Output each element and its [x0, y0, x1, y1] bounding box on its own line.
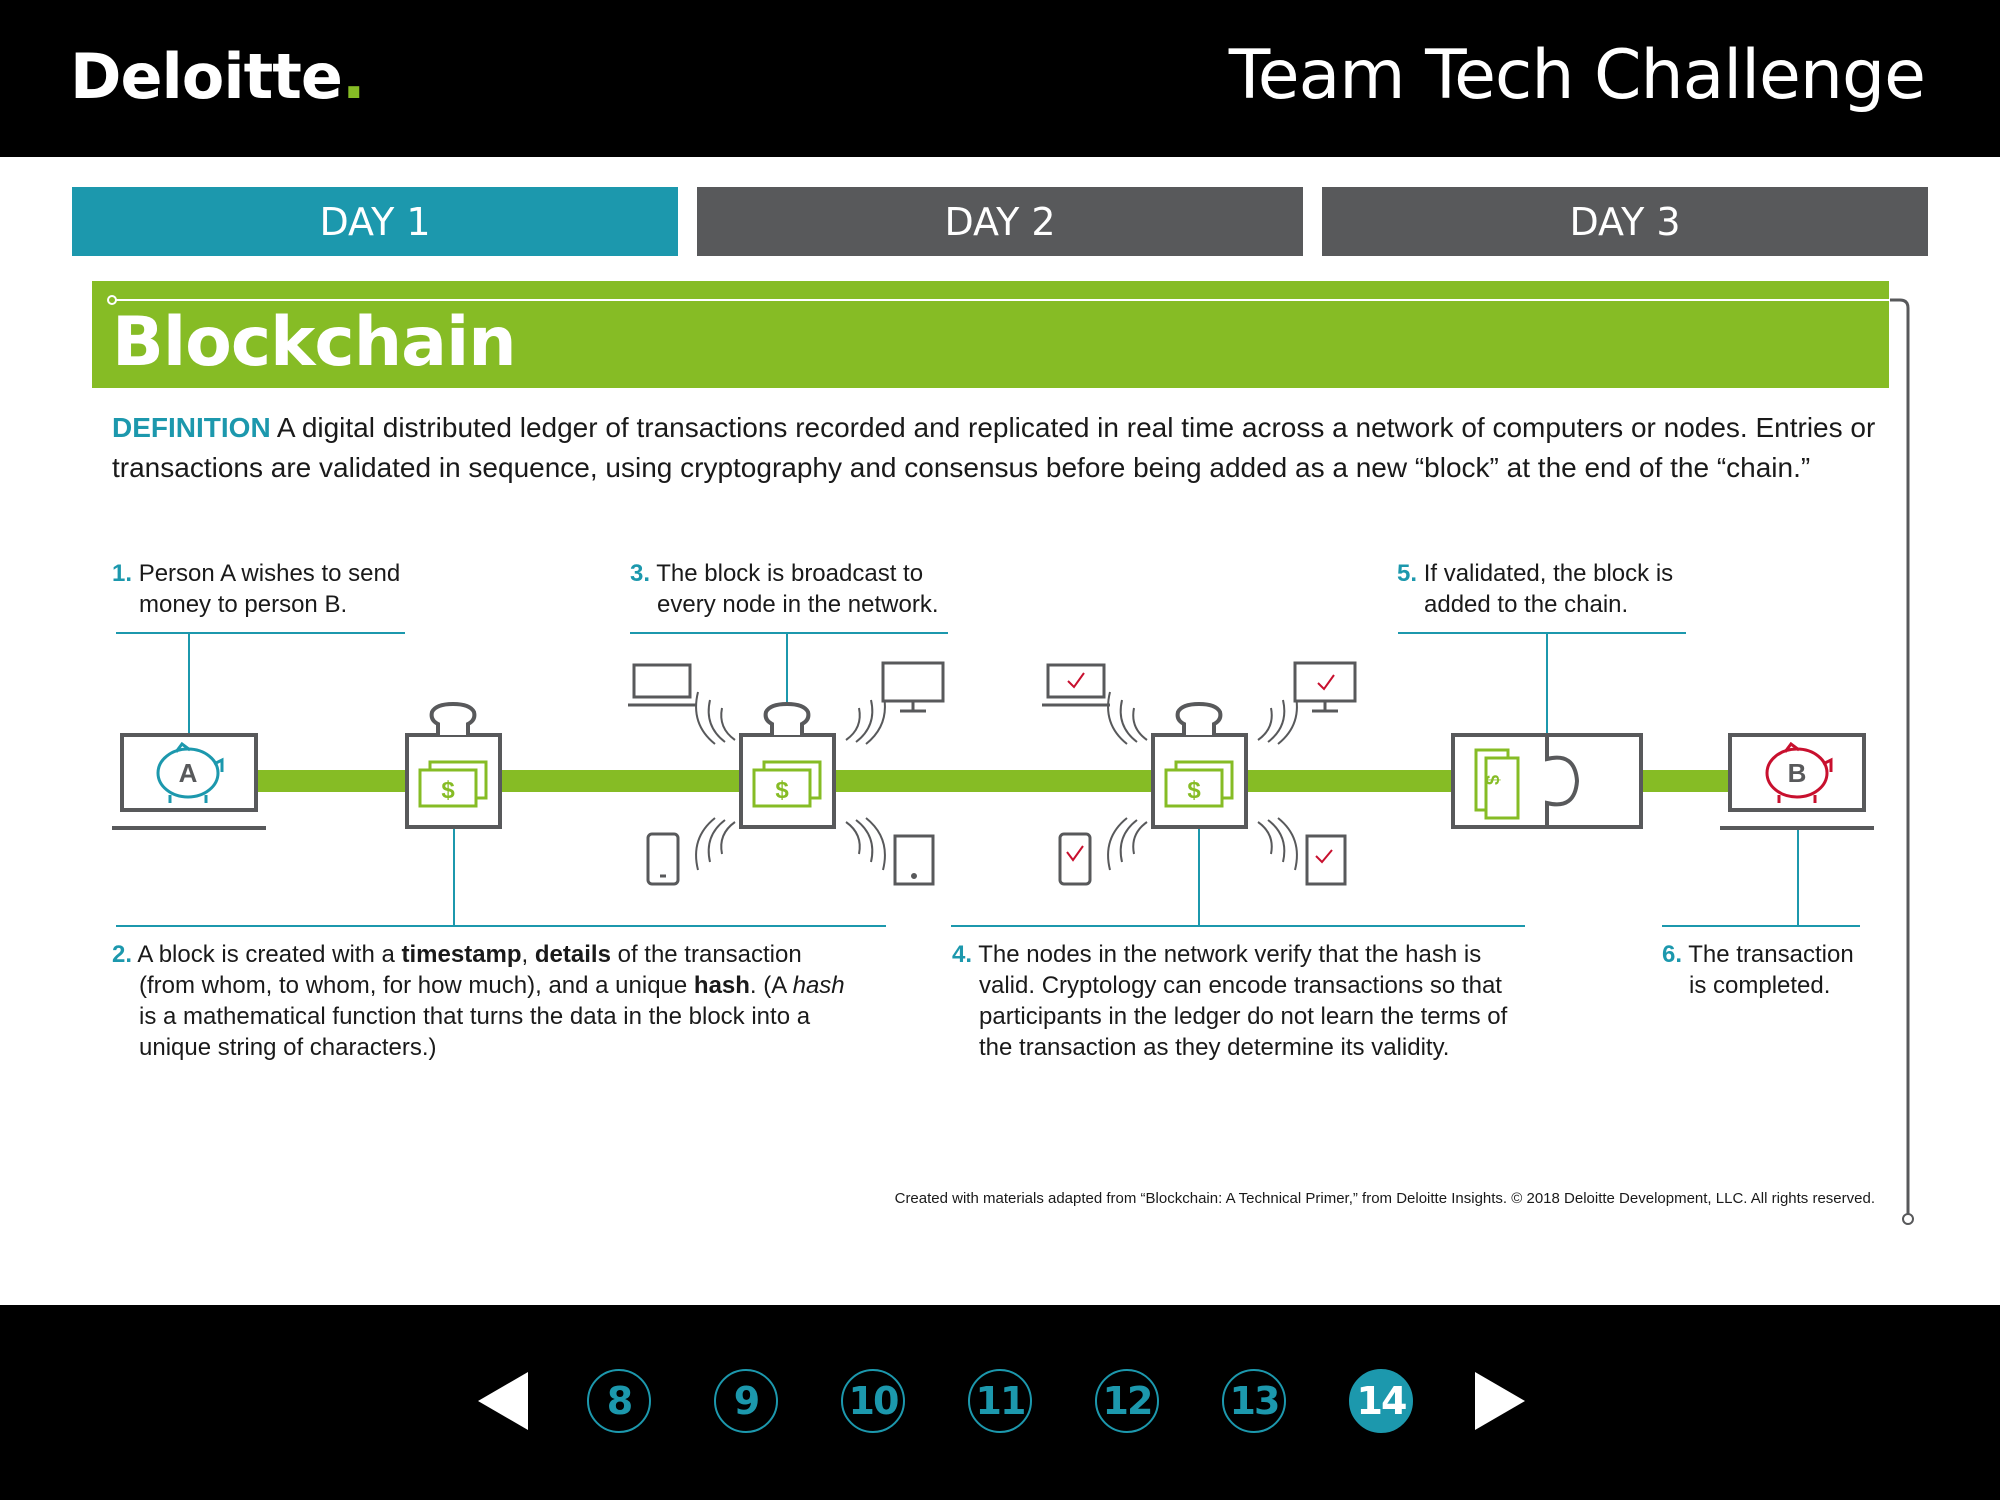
page-13-button[interactable]: 13 — [1222, 1369, 1286, 1433]
block-validated-icon: $ — [1042, 661, 1357, 886]
person-a-laptop-icon: A — [112, 733, 266, 830]
block-broadcast-icon: $ — [628, 661, 945, 886]
step-5-text: 5. If validated, the block is added to t… — [1397, 560, 1674, 618]
person-b-label: B — [1788, 758, 1807, 788]
definition-paragraph: DEFINITION A digital distributed ledger … — [112, 408, 1892, 488]
tab-day-1[interactable]: DAY 1 — [72, 187, 678, 256]
deloitte-logo: Deloitte. — [70, 40, 365, 113]
person-a-label: A — [179, 758, 198, 788]
page-10-button[interactable]: 10 — [841, 1369, 905, 1433]
block-created-icon: $ — [405, 701, 502, 829]
step-2-text: 2. A block is created with a timestamp, … — [112, 941, 845, 1061]
tab-day-2[interactable]: DAY 2 — [697, 187, 1303, 256]
tab-day-3[interactable]: DAY 3 — [1322, 187, 1928, 256]
laptop-verified-icon — [1042, 663, 1110, 707]
piggy-bank-a-icon: A — [156, 741, 224, 803]
piggy-bank-b-icon: B — [1765, 741, 1833, 803]
phone-verified-icon — [1058, 832, 1092, 886]
tablet-node-icon — [893, 834, 935, 886]
svg-text:$: $ — [1483, 775, 1503, 785]
step-connector-lines — [116, 632, 1860, 927]
previous-page-arrow-icon[interactable] — [478, 1372, 528, 1430]
page-9-button[interactable]: 9 — [714, 1369, 778, 1433]
page-12-button[interactable]: 12 — [1095, 1369, 1159, 1433]
step-6-text: 6. The transaction is completed. — [1662, 941, 1854, 999]
laptop-node-icon — [628, 663, 696, 707]
page-11-button[interactable]: 11 — [968, 1369, 1032, 1433]
app-title: Team Tech Challenge — [1228, 36, 1926, 115]
top-header-bar: Deloitte. Team Tech Challenge — [0, 0, 2000, 157]
step-1-text: 1. Person A wishes to send money to pers… — [112, 560, 401, 618]
block-added-to-chain-icon: $ — [1451, 733, 1643, 829]
svg-text:$: $ — [775, 777, 789, 804]
decorative-frame-line — [107, 295, 1914, 1225]
definition-text: A digital distributed ledger of transact… — [112, 412, 1876, 483]
phone-node-icon — [646, 832, 680, 886]
dollar-icon: $ — [441, 777, 455, 804]
section-title: Blockchain — [112, 303, 517, 382]
tablet-verified-icon — [1305, 834, 1347, 886]
definition-label: DEFINITION — [112, 412, 271, 443]
step-4-text: 4. The nodes in the network verify that … — [952, 941, 1508, 1061]
step-3-text: 3. The block is broadcast to every node … — [630, 560, 939, 618]
chain-bar — [255, 770, 1735, 792]
monitor-node-icon — [881, 661, 945, 713]
section-title-banner: Blockchain — [92, 281, 1889, 388]
person-b-laptop-icon: B — [1720, 733, 1874, 830]
source-credit: Created with materials adapted from “Blo… — [894, 1190, 1875, 1207]
next-page-arrow-icon[interactable] — [1475, 1372, 1525, 1430]
svg-text:$: $ — [1187, 777, 1201, 804]
page-14-button-current[interactable]: 14 — [1349, 1369, 1413, 1433]
monitor-verified-icon — [1293, 661, 1357, 713]
page-8-button[interactable]: 8 — [587, 1369, 651, 1433]
